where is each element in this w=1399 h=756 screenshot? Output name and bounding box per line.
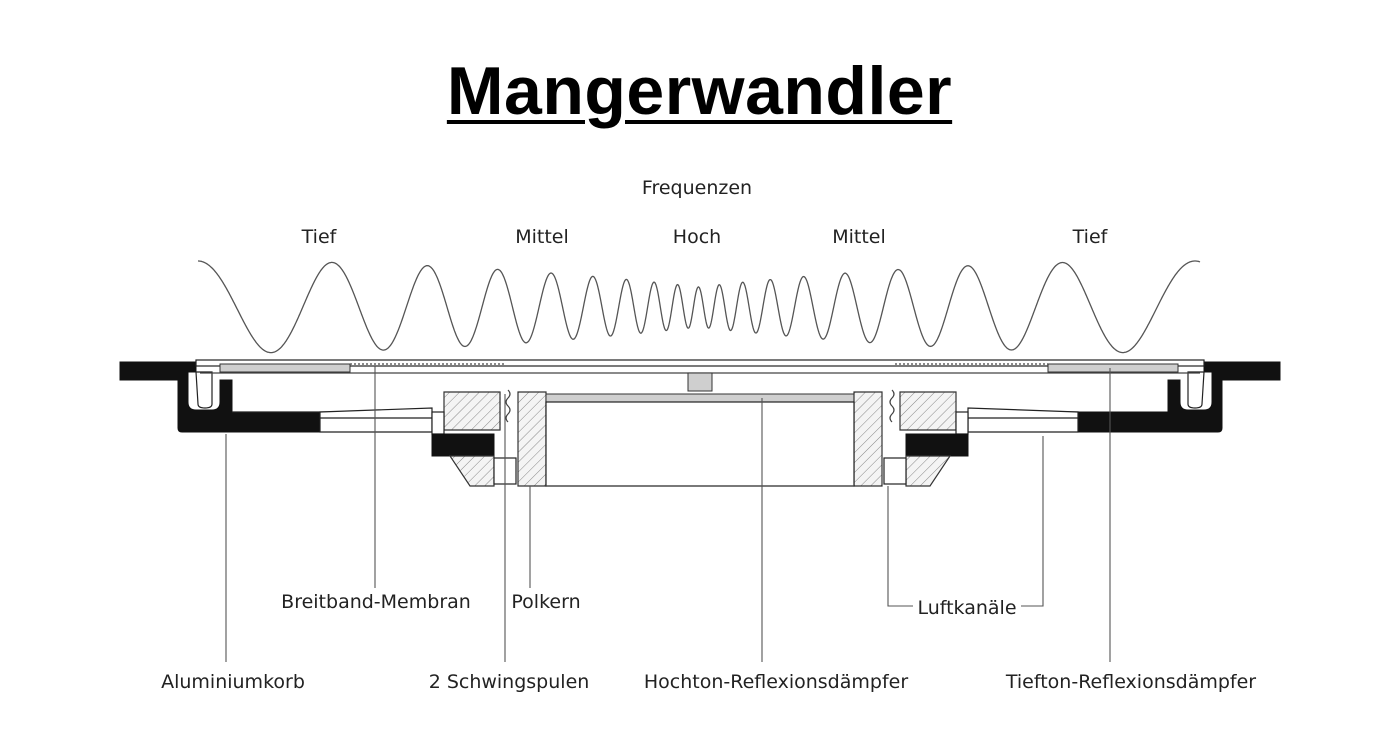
aluminium-basket-right — [1077, 361, 1281, 433]
label-aluminiumkorb: Aluminiumkorb — [161, 671, 305, 693]
band-label-mid-right: Mittel — [832, 226, 886, 248]
band-label-low-left: Tief — [301, 226, 338, 248]
high-frequency-chamber — [545, 401, 855, 487]
diagram-title-text: Mangerwandler — [446, 53, 953, 129]
aluminium-basket-left — [119, 361, 321, 433]
label-schwingspulen: 2 Schwingspulen — [429, 671, 590, 693]
magnet-assembly-left — [431, 389, 855, 487]
band-label-low-right: Tief — [1072, 226, 1109, 248]
label-polkern: Polkern — [511, 591, 580, 613]
magnet-assembly-right — [853, 389, 969, 487]
band-label-high: Hoch — [673, 226, 721, 248]
center-stem — [687, 372, 713, 392]
low-damper-left — [232, 407, 433, 433]
frequency-wave — [198, 260, 1201, 354]
band-label-mid-left: Mittel — [515, 226, 569, 248]
label-breitband-membran: Breitband-Membran — [281, 591, 471, 613]
frequency-heading: Frequenzen — [642, 177, 752, 199]
label-tiefton-daempfer: Tiefton-Reflexionsdämpfer — [1005, 671, 1256, 693]
label-hochton-daempfer: Hochton-Reflexionsdämpfer — [644, 671, 908, 693]
leader-lines — [225, 366, 1111, 662]
diagram-title: Mangerwandler — [0, 52, 1399, 130]
broadband-membrane — [195, 359, 1205, 374]
low-damper-right — [967, 407, 1079, 433]
label-luftkanaele: Luftkanäle — [917, 597, 1016, 619]
